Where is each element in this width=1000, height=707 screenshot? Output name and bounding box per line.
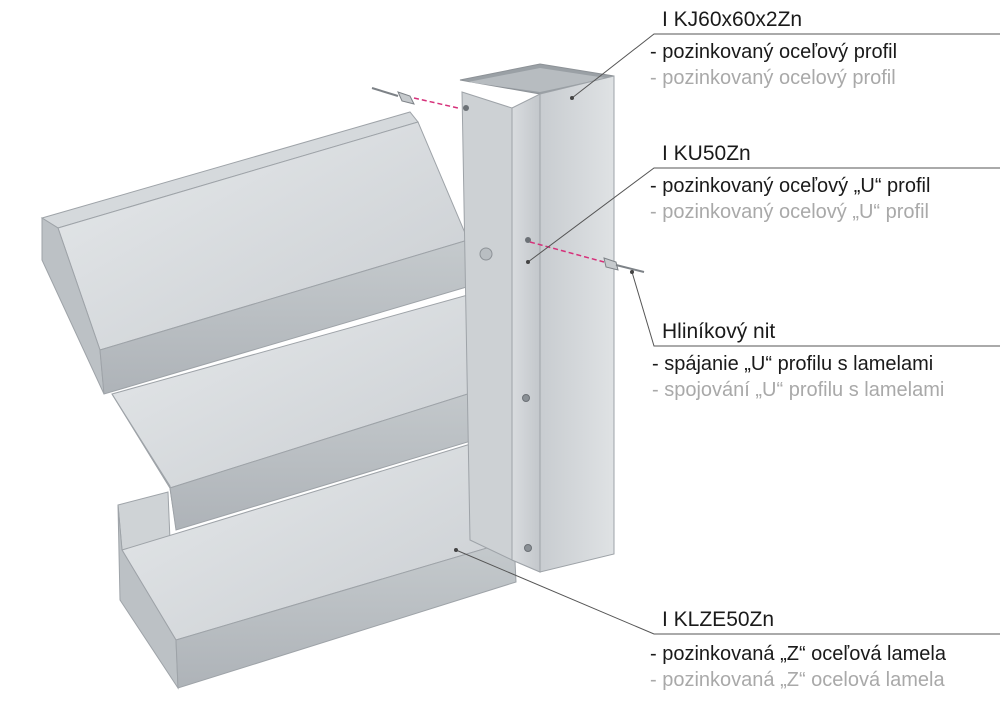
- callout-u-profile-line-cz: - pozinkovaný ocelový „U“ profil: [650, 201, 929, 223]
- callout-u-profile-title: I KU50Zn: [662, 142, 751, 165]
- rivet-exploded-right: [529, 241, 645, 273]
- callout-rivet-title: Hliníkový nit: [662, 320, 776, 343]
- rivets: [463, 105, 532, 552]
- callout-post-line-sk: - pozinkovaný oceľový profil: [650, 41, 898, 63]
- square-post: [459, 63, 615, 573]
- leader-dots: [454, 96, 634, 552]
- rivet-exploded-top: [371, 87, 459, 109]
- callout-post-line-cz: - pozinkovaný ocelový profil: [650, 67, 896, 89]
- callout-rivet-line-cz: - spojování „U“ profilu s lamelami: [652, 379, 945, 401]
- callout-u-profile-line-sk: - pozinkovaný oceľový „U“ profil: [650, 175, 931, 197]
- callout-lamella-line-sk: - pozinkovaná „Z“ oceľová lamela: [650, 643, 946, 665]
- callout-rivet-line-sk: - spájanie „U“ profilu s lamelami: [652, 353, 934, 375]
- leader-lines: [455, 33, 1000, 635]
- lamella-top: [40, 111, 471, 395]
- callout-lamella-line-cz: - pozinkovaná „Z“ ocelová lamela: [650, 669, 945, 691]
- lamella-bottom: [117, 431, 517, 690]
- callout-lamella-title: I KLZE50Zn: [662, 608, 775, 631]
- callout-post-title: I KJ60x60x2Zn: [662, 8, 803, 31]
